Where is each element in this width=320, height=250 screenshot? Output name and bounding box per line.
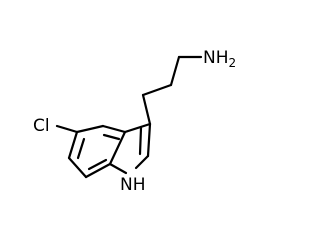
bond-c2-c3-double: [138, 126, 143, 156]
bond-c5-c6-double: [76, 137, 86, 160]
bond-c5-cl: [55, 124, 79, 134]
indole-nh-label: NH: [120, 175, 146, 195]
amine-label: NH2: [203, 48, 236, 70]
bond-c7-c7a: [84, 162, 112, 179]
bond-c5-c6: [67, 130, 79, 160]
bond-chain-1: [141, 83, 173, 97]
bond-c3a-c4: [101, 124, 127, 134]
amine-subscript: 2: [229, 56, 237, 70]
bond-n1-c7a: [108, 162, 128, 175]
amine-nh-text: NH: [203, 48, 229, 68]
bond-c4-c5: [75, 124, 105, 134]
bond-c3-c3a: [123, 122, 152, 134]
bond-c3a-c7a: [108, 130, 127, 166]
bond-c3-chain: [141, 93, 152, 126]
chlorine-label: Cl: [33, 116, 50, 136]
bond-c3a-c4-double: [102, 133, 121, 141]
bond-c7-c7a-double: [87, 158, 108, 171]
bond-c6-c7: [67, 156, 88, 179]
bond-chain-2: [169, 55, 181, 87]
bond-c2-n1: [134, 154, 150, 170]
bond-c2-c3: [146, 122, 152, 158]
molecule-structure-diagram: NH2 Cl NH: [33, 48, 236, 195]
